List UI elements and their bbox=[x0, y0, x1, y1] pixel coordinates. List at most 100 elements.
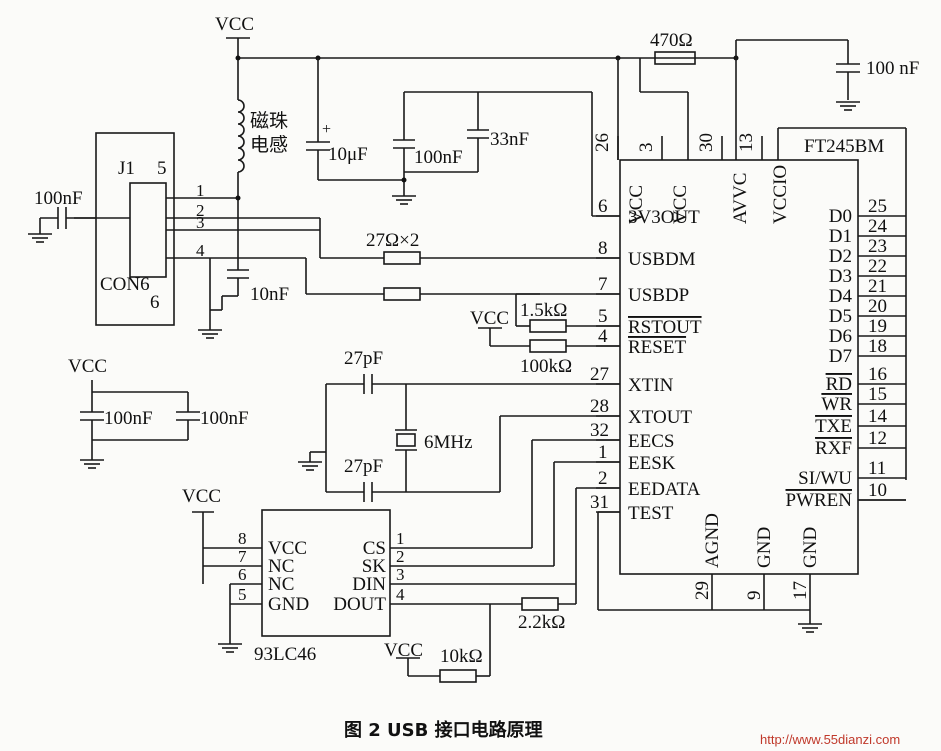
cap-10uf: + bbox=[306, 58, 404, 181]
chip-top-pin-num-30: 30 bbox=[696, 133, 717, 152]
ft245bm-pins: 63V3OUT8USBDM7USBDP5RSTOUT4RESET27XTIN28… bbox=[590, 133, 906, 600]
reset-network bbox=[478, 293, 620, 353]
chip-bottom-pin-num-29: 29 bbox=[692, 581, 713, 600]
chip-pin-name-xtout: XTOUT bbox=[628, 407, 692, 428]
eeprom-chip bbox=[261, 509, 391, 637]
r-100k-label: 100kΩ bbox=[520, 356, 572, 377]
con6-pin-num-2: 2 bbox=[196, 201, 205, 220]
ferrite-bead bbox=[237, 99, 245, 270]
chip-pin-num-8: 8 bbox=[598, 238, 608, 259]
eep-right-pin-name-cs: CS bbox=[363, 538, 386, 559]
eep-left-pin-num-5: 5 bbox=[238, 585, 247, 604]
vcc-left-label: VCC bbox=[68, 356, 107, 377]
con6-pin6: 6 bbox=[150, 292, 160, 313]
chip-pin-name-test: TEST bbox=[628, 503, 674, 524]
c-10nf-label: 10nF bbox=[250, 284, 289, 305]
chip-top-pin-name-avvc: AVVC bbox=[730, 173, 751, 224]
chip-right-pin-num-18: 18 bbox=[868, 336, 887, 357]
eep-right-pin-num-3: 3 bbox=[396, 565, 405, 584]
chip-right-pin-num-16: 16 bbox=[868, 364, 887, 385]
figure-caption: 图 2 USB 接口电路原理 bbox=[344, 719, 543, 741]
chip-right-pin-name-d6: D6 bbox=[829, 326, 852, 347]
r-2-2k-label: 2.2kΩ bbox=[518, 612, 565, 633]
chip-ground-wiring bbox=[711, 574, 823, 633]
con6-label: CON6 bbox=[100, 274, 150, 295]
chip-bottom-pin-name-gnd: GND bbox=[754, 527, 775, 568]
svg-text:+: + bbox=[322, 121, 331, 138]
eep-right-pin-name-sk: SK bbox=[362, 556, 387, 577]
chip-right-pin-name-d0: D0 bbox=[829, 206, 852, 227]
c-dec-1-label: 100nF bbox=[104, 408, 153, 429]
j1-label: J1 bbox=[118, 158, 135, 179]
chip-bottom-pin-name-gnd: GND bbox=[800, 527, 821, 568]
chip-right-pin-num-14: 14 bbox=[868, 406, 888, 427]
chip-bottom-pin-num-9: 9 bbox=[744, 591, 765, 601]
chip-right-pin-name-d2: D2 bbox=[829, 246, 852, 267]
chip-pin-num-6: 6 bbox=[598, 196, 608, 217]
eep-left-pin-name-gnd: GND bbox=[268, 594, 309, 615]
chip-top-pin-name-vcc: VCC bbox=[670, 185, 691, 224]
chip-right-pin-num-20: 20 bbox=[868, 296, 887, 317]
eep-right-pin-name-din: DIN bbox=[352, 574, 386, 595]
chip-bottom-pin-name-agnd: AGND bbox=[702, 513, 723, 568]
left-decoupling bbox=[79, 380, 200, 469]
c-100nf-mid-label: 100nF bbox=[414, 147, 463, 168]
chip-pin-name-eecs: EECS bbox=[628, 431, 674, 452]
chip-pin-num-31: 31 bbox=[590, 492, 609, 513]
r-1-5k-label: 1.5kΩ bbox=[520, 300, 567, 321]
vcc-rail bbox=[226, 37, 739, 100]
chip-right-pin-name-rxf: RXF bbox=[815, 438, 852, 459]
eep-left-pin-num-6: 6 bbox=[238, 565, 247, 584]
eep-right-pin-num-2: 2 bbox=[396, 547, 405, 566]
chip-right-pin-num-10: 10 bbox=[868, 480, 887, 501]
chip-right-pin-name-si-wu: SI/WU bbox=[798, 468, 852, 489]
chip-pin-num-5: 5 bbox=[598, 306, 608, 327]
chip-pin-num-7: 7 bbox=[598, 274, 608, 295]
chip-right-pin-name-d5: D5 bbox=[829, 306, 852, 327]
chip-name: FT245BM bbox=[804, 136, 884, 157]
chip-pin-name-eedata: EEDATA bbox=[628, 479, 701, 500]
ferrite-label-1: 磁珠 bbox=[250, 110, 288, 132]
chip-top-pin-num-26: 26 bbox=[592, 133, 613, 152]
vcc-10k-label: VCC bbox=[384, 640, 423, 661]
eep-left-pin-name-nc: NC bbox=[268, 574, 294, 595]
chip-top-pin-name-vccio: VCCIO bbox=[770, 165, 791, 224]
r-10k-label: 10kΩ bbox=[440, 646, 483, 667]
j1-pin5: 5 bbox=[157, 158, 167, 179]
con6-pin-num-4: 4 bbox=[196, 241, 205, 260]
eep-name: 93LC46 bbox=[254, 644, 316, 665]
chip-right-pin-name-d3: D3 bbox=[829, 266, 852, 287]
c-10uf-label: 10μF bbox=[328, 144, 368, 165]
chip-right-pin-num-25: 25 bbox=[868, 196, 887, 217]
chip-right-pin-name-wr: WR bbox=[821, 394, 852, 415]
chip-pin-num-28: 28 bbox=[590, 396, 609, 417]
xtal-label: 6MHz bbox=[424, 432, 473, 453]
chip-pin-num-32: 32 bbox=[590, 420, 609, 441]
chip-right-pin-num-22: 22 bbox=[868, 256, 887, 277]
chip-pin-name-rstout: RSTOUT bbox=[628, 317, 702, 338]
eep-right-pin-name-dout: DOUT bbox=[333, 594, 386, 615]
chip-pin-name-usbdp: USBDP bbox=[628, 285, 689, 306]
eep-left-pin-num-7: 7 bbox=[238, 547, 247, 566]
chip-right-pin-name-d7: D7 bbox=[829, 346, 852, 367]
chip-right-pin-name-txe: TXE bbox=[815, 416, 852, 437]
c-27pf-bot-label: 27pF bbox=[344, 456, 383, 477]
c-100nf-right-label: 100 nF bbox=[866, 58, 919, 79]
chip-right-pin-name-d4: D4 bbox=[829, 286, 853, 307]
c-dec-2-label: 100nF bbox=[200, 408, 249, 429]
c-27pf-top-label: 27pF bbox=[344, 348, 383, 369]
eep-right-pin-num-1: 1 bbox=[396, 529, 405, 548]
ferrite-label-2: 电感 bbox=[250, 134, 288, 156]
r-27x2-label: 27Ω×2 bbox=[366, 230, 419, 251]
chip-bottom-pin-num-17: 17 bbox=[790, 581, 811, 600]
eep-right-pin-num-4: 4 bbox=[396, 585, 405, 604]
eeprom-wiring bbox=[192, 439, 810, 683]
chip-right-pin-num-23: 23 bbox=[868, 236, 887, 257]
chip-pin-num-1: 1 bbox=[598, 442, 608, 463]
chip-pin-name-3v3out: 3V3OUT bbox=[628, 207, 700, 228]
cap-100nf-left bbox=[27, 207, 96, 243]
chip-top-pin-name-vcc: VCC bbox=[626, 185, 647, 224]
